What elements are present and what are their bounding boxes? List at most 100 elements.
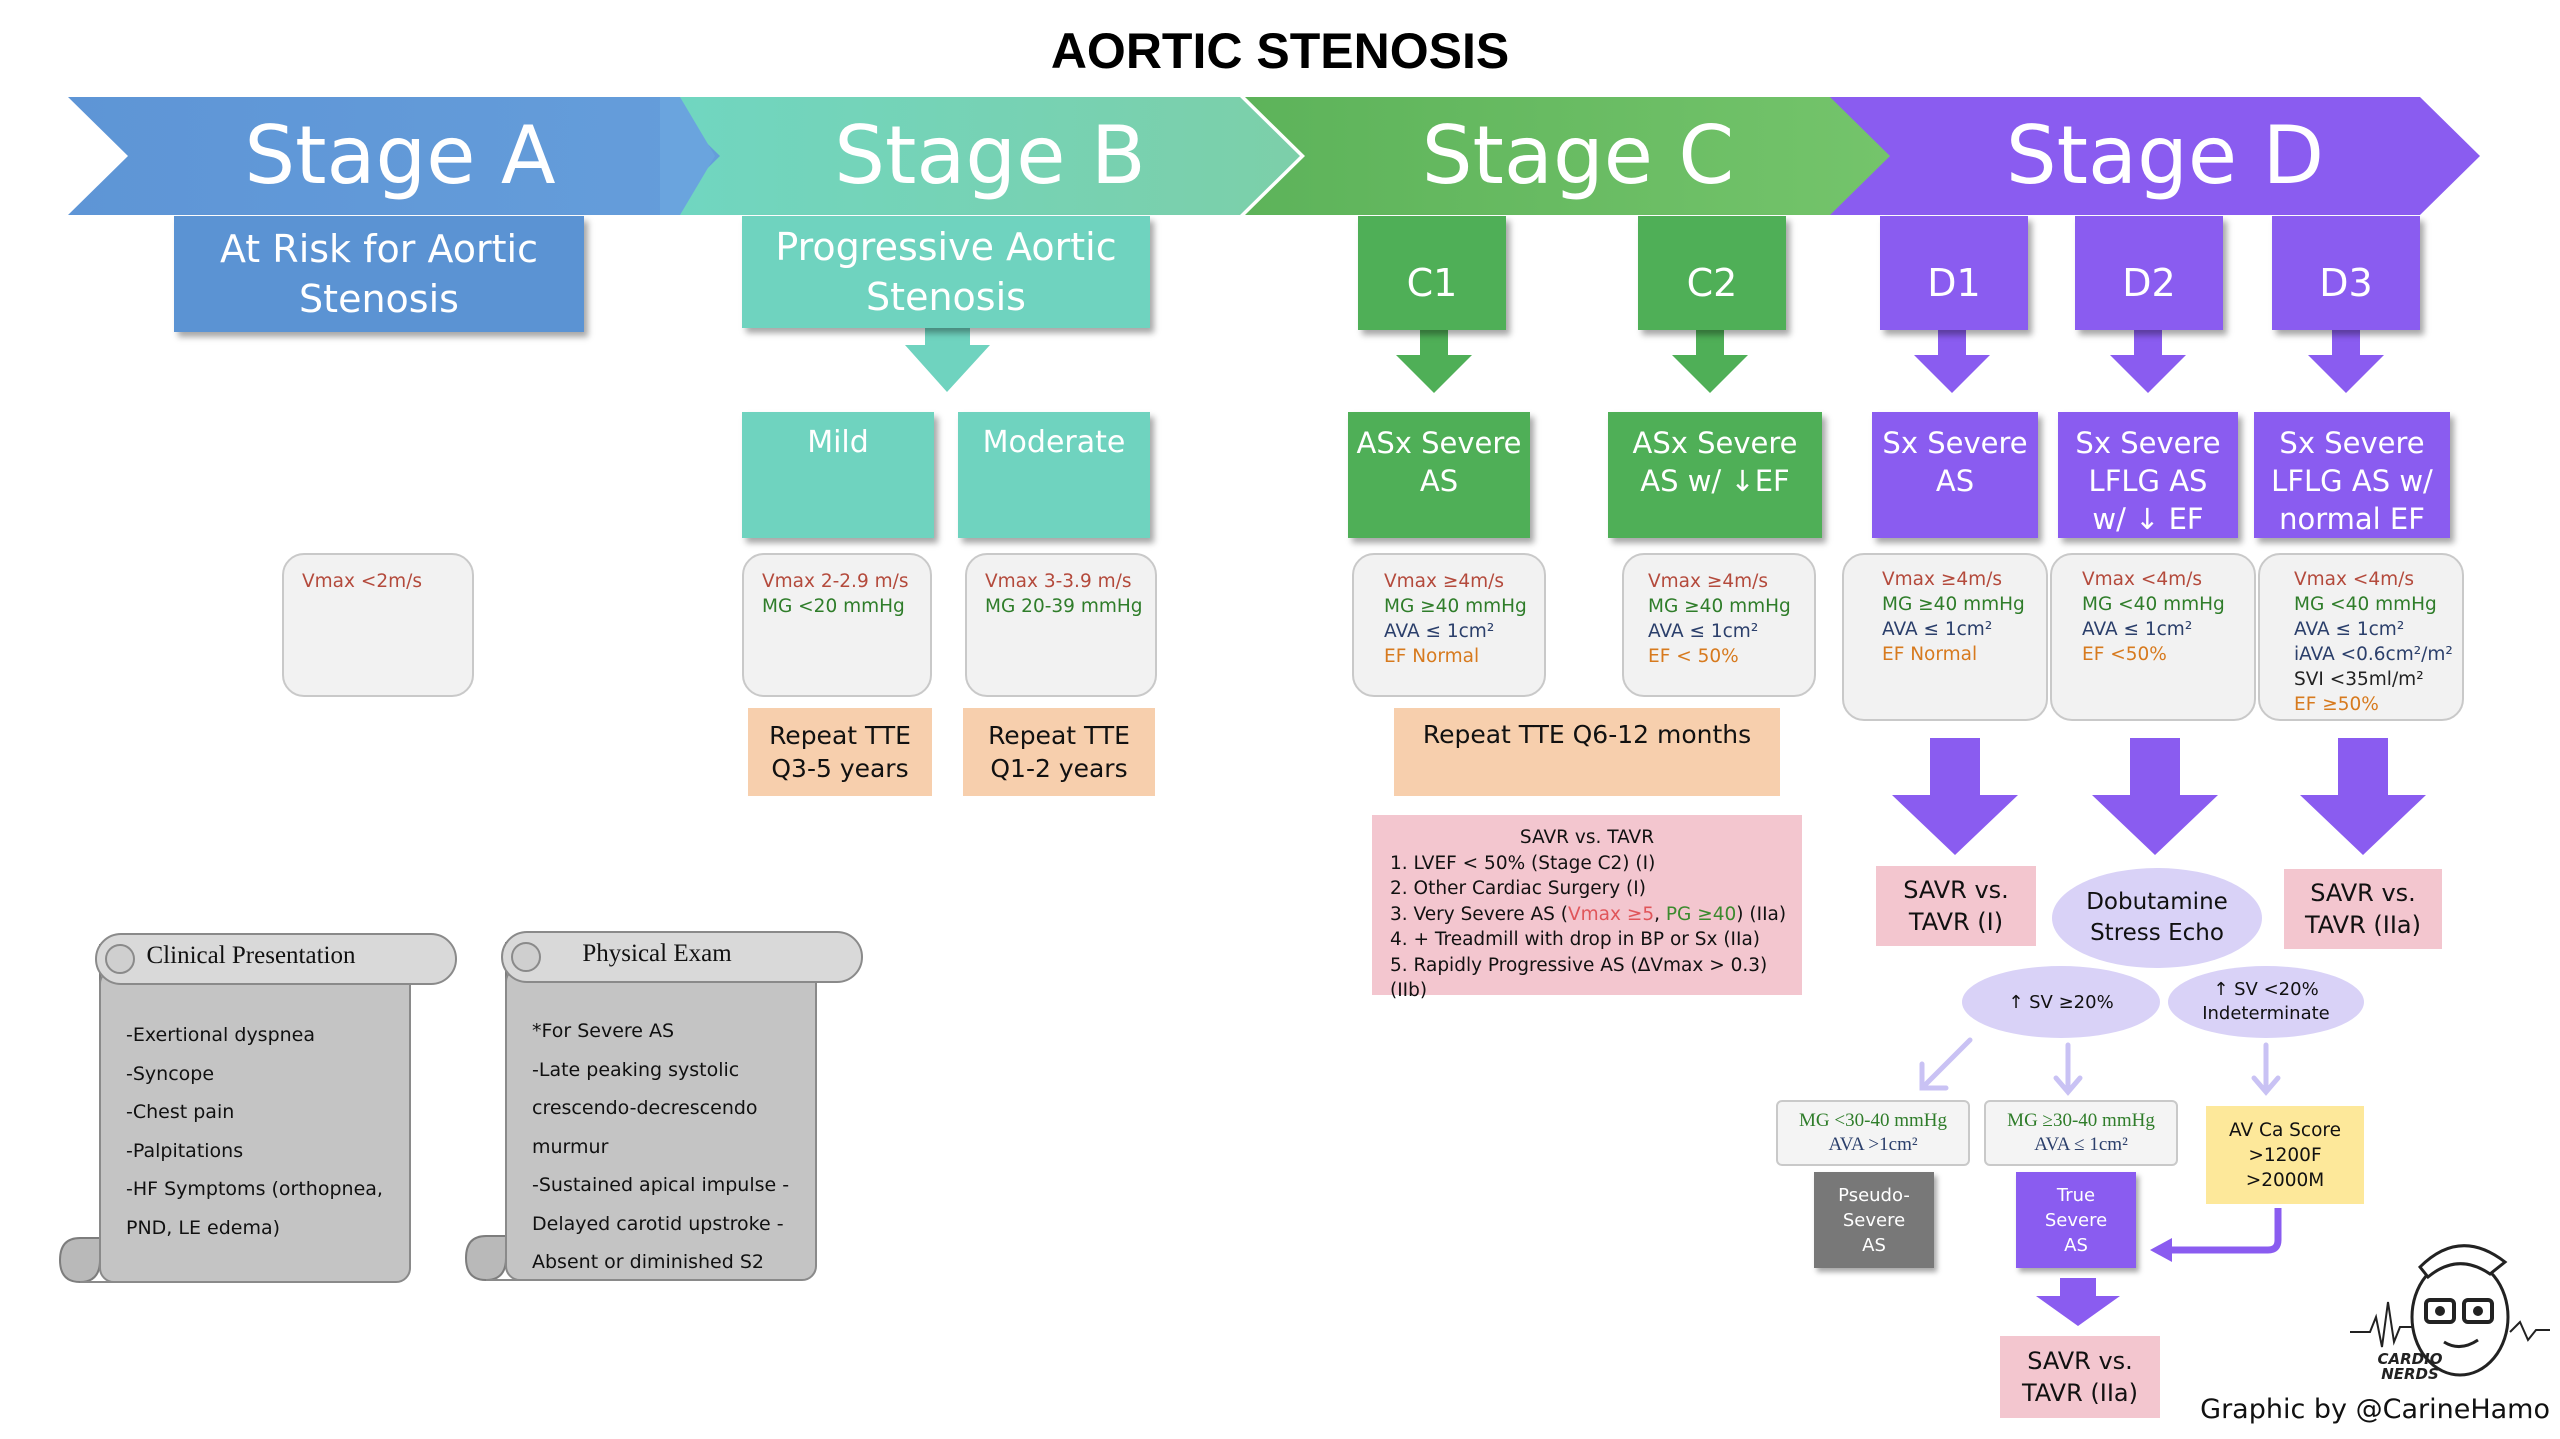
recommendation-d1: SAVR vs. TAVR (I) <box>1876 866 2036 946</box>
category-mild: Mild <box>742 412 934 538</box>
stage-a-desc-line: At Risk for Aortic <box>219 227 539 271</box>
savr-item-text: ) (IIa) <box>1736 903 1787 925</box>
followup-line: Repeat TTE <box>988 721 1130 750</box>
criteria-mg: MG ≥40 mmHg <box>1384 596 1527 617</box>
d2-big-arrow-icon <box>2092 738 2218 855</box>
logo-line: NERDS <box>2381 1365 2439 1383</box>
pseudo-line: Severe <box>1842 1209 1906 1231</box>
true-line: AS <box>2064 1234 2088 1256</box>
stage-c-chevron <box>1245 97 1890 215</box>
category-line: AS w/ ↓EF <box>1640 464 1790 498</box>
savr-item: 1. LVEF < 50% (Stage C2) (I) <box>1390 852 1656 874</box>
substage-c1: C1 <box>1358 216 1506 330</box>
sv-low-line: Indeterminate <box>2202 1003 2330 1024</box>
true-severe-as: True Severe AS <box>2016 1172 2136 1268</box>
credit-text: Graphic by @CarineHamo <box>2200 1394 2550 1425</box>
clinical-item: -HF Symptoms (orthopnea, <box>126 1178 383 1200</box>
criteria-ef: EF <50% <box>2082 644 2167 665</box>
ca-line: AV Ca Score <box>2229 1119 2341 1141</box>
recommendation-line: SAVR vs. <box>2027 1347 2133 1375</box>
criteria-ava: AVA ≤ 1cm² <box>2082 619 2193 640</box>
physical-list: *For Severe AS -Late peaking systolic cr… <box>532 1012 822 1282</box>
physical-item: *For Severe AS <box>532 1020 675 1042</box>
physical-title: Physical Exam <box>582 940 732 967</box>
criteria-c1: Vmax ≥4m/s MG ≥40 mmHg AVA ≤ 1cm² EF Nor… <box>1352 553 1546 697</box>
physical-item: crescendo-decrescendo <box>532 1097 758 1119</box>
category-d3: Sx Severe LFLG AS w/ normal EF <box>2254 412 2450 538</box>
physical-item: Delayed carotid upstroke - <box>532 1212 784 1235</box>
followup-line: Q1-2 years <box>990 754 1128 783</box>
criteria-ava: AVA ≤ 1cm² <box>2294 619 2405 640</box>
criteria-mild: Vmax 2-2.9 m/s MG <20 mmHg <box>742 553 932 697</box>
criteria-ava: AVA ≤ 1cm² <box>1648 621 1759 642</box>
mg-pseudo-box: MG <30-40 mmHg AVA >1cm² <box>1776 1100 1970 1166</box>
stage-a-description: At Risk for Aortic Stenosis <box>174 216 584 332</box>
category-line: ASx Severe <box>1632 426 1798 460</box>
savr-item-pg: PG ≥40 <box>1665 903 1737 925</box>
d2-arrow-icon <box>2110 330 2186 393</box>
logo-text: CARDIO NERDS <box>2360 1352 2460 1382</box>
sv-increase-oval: ↑ SV ≥20% <box>1962 966 2160 1038</box>
criteria-mg: MG 20-39 mmHg <box>985 596 1143 617</box>
substage-d3: D3 <box>2272 216 2420 330</box>
criteria-vmax: Vmax <2m/s <box>302 571 423 592</box>
mg-true-box: MG ≥30-40 mmHg AVA ≤ 1cm² <box>1984 1100 2178 1166</box>
recommendation-line: TAVR (IIa) <box>2022 1379 2138 1407</box>
category-d1: Sx Severe AS <box>1872 412 2038 538</box>
clinical-scroll-icon <box>58 933 457 1284</box>
page-title: AORTIC STENOSIS <box>1050 23 1510 79</box>
category-line: Sx Severe <box>1882 426 2028 460</box>
criteria-vmax: Vmax 2-2.9 m/s <box>762 571 909 592</box>
category-line: AS <box>1935 464 1975 498</box>
criteria-svi: SVI <35ml/m² <box>2294 669 2424 690</box>
stage-b-arrow-icon <box>905 328 990 392</box>
physical-item: murmur <box>532 1135 609 1158</box>
followup-moderate: Repeat TTE Q1-2 years <box>963 708 1155 796</box>
recommendation-line: TAVR (I) <box>1908 908 2004 936</box>
category-c1: ASx Severe AS <box>1348 412 1530 538</box>
savr-item: 5. Rapidly Progressive AS (ΔVmax > 0.3) … <box>1390 954 1768 1002</box>
category-line: w/ ↓ EF <box>2092 502 2204 536</box>
category-moderate: Moderate <box>958 412 1150 538</box>
stage-d-chevron <box>1830 97 2480 215</box>
category-d2: Sx Severe LFLG AS w/ ↓ EF <box>2058 412 2238 538</box>
stage-a-label: Stage A <box>244 108 556 202</box>
stage-d-label: Stage D <box>2005 108 2325 202</box>
criteria-vmax: Vmax <4m/s <box>2082 569 2203 590</box>
criteria-vmax: Vmax ≥4m/s <box>1882 569 2003 590</box>
savr-item: 2. Other Cardiac Surgery (I) <box>1390 878 1646 899</box>
criteria-vmax: Vmax ≥4m/s <box>1648 571 1769 592</box>
c1-arrow-icon <box>1396 330 1472 393</box>
av-ca-score-box: AV Ca Score >1200F >2000M <box>2206 1106 2364 1204</box>
followup-stage-c: Repeat TTE Q6-12 months <box>1394 708 1780 796</box>
ca-line: >1200F <box>2248 1144 2322 1166</box>
category-line: normal EF <box>2279 502 2425 536</box>
criteria-mg: MG <40 mmHg <box>2082 594 2225 615</box>
physical-scroll-icon <box>464 931 863 1282</box>
category-line: LFLG AS <box>2088 464 2208 498</box>
stage-b-desc-line: Progressive Aortic <box>775 225 1117 269</box>
criteria-ava: AVA ≤ 1cm² <box>1882 619 1993 640</box>
stage-b-description: Progressive Aortic Stenosis <box>742 216 1150 328</box>
physical-item: -Late peaking systolic <box>532 1058 740 1081</box>
substage-c2: C2 <box>1638 216 1786 330</box>
criteria-mg: MG ≥40 mmHg <box>1882 594 2025 615</box>
criteria-ef: EF < 50% <box>1648 646 1739 667</box>
category-line: Sx Severe <box>2279 426 2425 460</box>
criteria-ef: EF Normal <box>1384 646 1480 667</box>
substage-d2: D2 <box>2075 216 2223 330</box>
ava-line: AVA ≤ 1cm² <box>2034 1134 2128 1155</box>
clinical-item: PND, LE edema) <box>126 1216 281 1239</box>
clinical-item: -Chest pain <box>126 1101 235 1123</box>
dobutamine-line: Stress Echo <box>2090 920 2224 946</box>
clinical-item: -Exertional dyspnea <box>126 1024 316 1046</box>
criteria-stage-a: Vmax <2m/s <box>282 553 474 697</box>
pseudo-line: Pseudo- <box>1838 1184 1910 1206</box>
stage-c-label: Stage C <box>1421 108 1735 202</box>
followup-line: Q3-5 years <box>771 754 909 783</box>
ca-elbow-arrow-icon <box>2170 1208 2282 1254</box>
savr-item: 3. Very Severe AS (Vmax ≥5, PG ≥40) (IIa… <box>1390 902 1802 928</box>
criteria-d2: Vmax <4m/s MG <40 mmHg AVA ≤ 1cm² EF <50… <box>2050 553 2256 721</box>
physical-item: -Sustained apical impulse - <box>532 1174 790 1196</box>
